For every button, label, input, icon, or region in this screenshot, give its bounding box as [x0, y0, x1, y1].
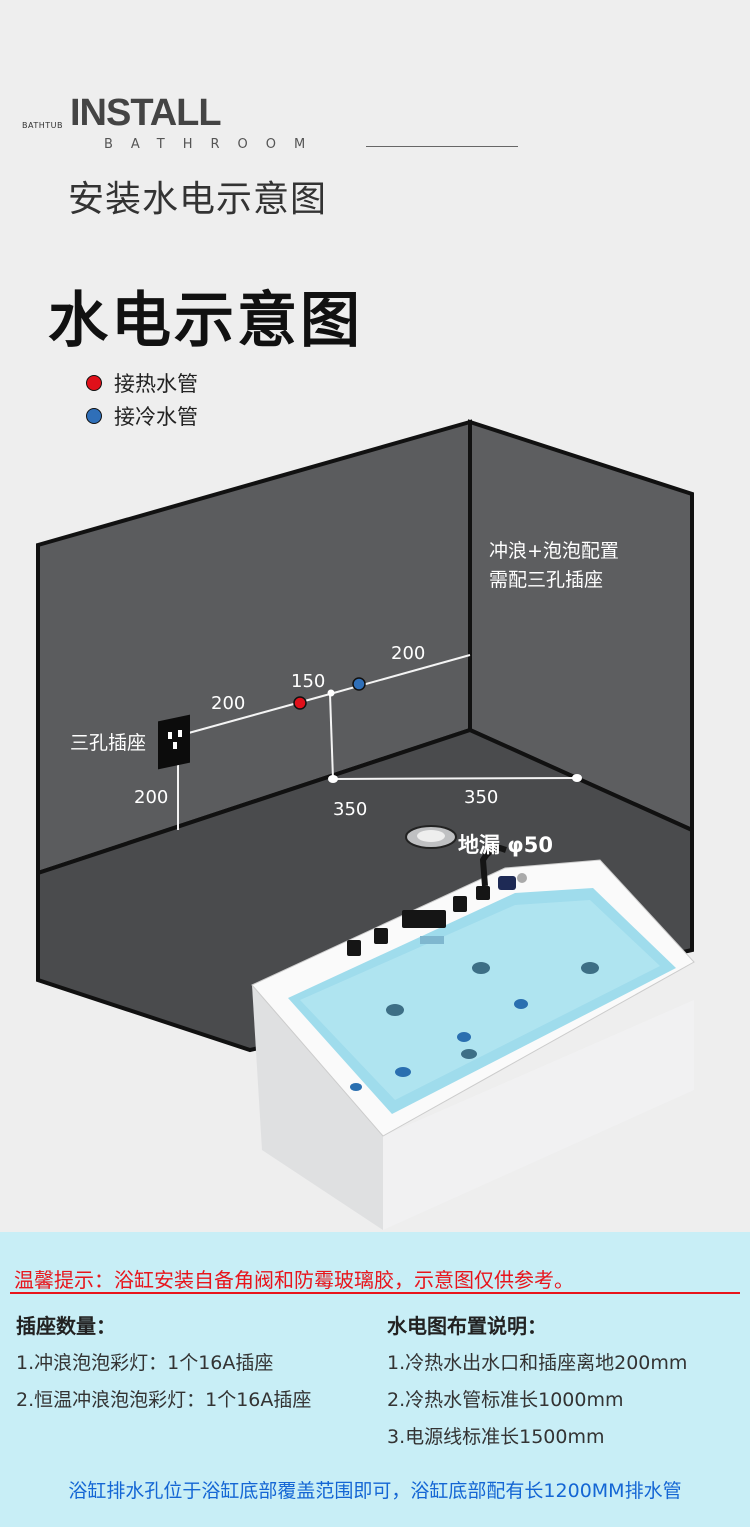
socket-label: 三孔插座 — [70, 732, 147, 754]
dimension-200-left: 200 — [211, 693, 246, 714]
header-bathroom-label: BATHROOM — [104, 137, 324, 152]
dimension-350-right: 350 — [464, 787, 499, 808]
dimension-350-left: 350 — [333, 799, 368, 820]
bathtub-illustration — [251, 844, 695, 1230]
drain-footer-note: 浴缸排水孔位于浴缸底部覆盖范围即可，浴缸底部配有长1200MM排水管 — [68, 1480, 682, 1502]
legend-cold-label: 接冷水管 — [114, 405, 198, 429]
page-title: 水电示意图 — [48, 286, 363, 356]
header-install-title: INSTALL — [70, 92, 222, 134]
pipe-junction-icon — [327, 689, 335, 697]
room-diagram — [36, 419, 695, 1230]
layout-note-item-1: 1.冷热水出水口和插座离地200mm — [387, 1352, 688, 1374]
floor-drain-icon — [405, 825, 457, 849]
socket-count-item-2: 2.恒温冲浪泡泡彩灯：1个16A插座 — [16, 1389, 312, 1411]
socket-count-heading: 插座数量： — [16, 1314, 116, 1338]
header-subtitle: 安装水电示意图 — [68, 179, 328, 220]
dimension-200-vertical: 200 — [134, 787, 169, 808]
surf-bubble-note-line1: 冲浪+泡泡配置 — [489, 540, 619, 562]
dimension-150: 150 — [291, 671, 326, 692]
legend-hot-label: 接热水管 — [114, 372, 198, 396]
right-floor-mark-icon — [572, 774, 582, 782]
socket-icon — [158, 714, 190, 770]
dimension-200-right: 200 — [391, 643, 426, 664]
header-divider — [366, 146, 518, 147]
surf-bubble-note-line2: 需配三孔插座 — [489, 569, 604, 591]
notes-panel — [0, 1232, 750, 1527]
cold-water-dot-icon — [86, 408, 102, 424]
hot-water-dot-icon — [86, 375, 102, 391]
floor-drain-label: 地漏 φ50 — [458, 833, 553, 857]
socket-count-item-1: 1.冲浪泡泡彩灯：1个16A插座 — [16, 1352, 274, 1374]
left-floor-mark-icon — [328, 775, 338, 783]
warm-tip-underline — [10, 1292, 740, 1294]
legend-cold-water: 接冷水管 — [86, 401, 198, 431]
layout-note-item-3: 3.电源线标准长1500mm — [387, 1426, 605, 1448]
cold-water-point-icon — [352, 677, 366, 691]
hot-water-point-icon — [293, 696, 307, 710]
warm-tip: 温馨提示：浴缸安装自备角阀和防霉玻璃胶，示意图仅供参考。 — [14, 1268, 574, 1292]
legend-hot-water: 接热水管 — [86, 368, 198, 398]
layout-notes-heading: 水电图布置说明： — [387, 1314, 547, 1338]
header-small-label: BATHTUB — [22, 121, 63, 130]
layout-note-item-2: 2.冷热水管标准长1000mm — [387, 1389, 624, 1411]
